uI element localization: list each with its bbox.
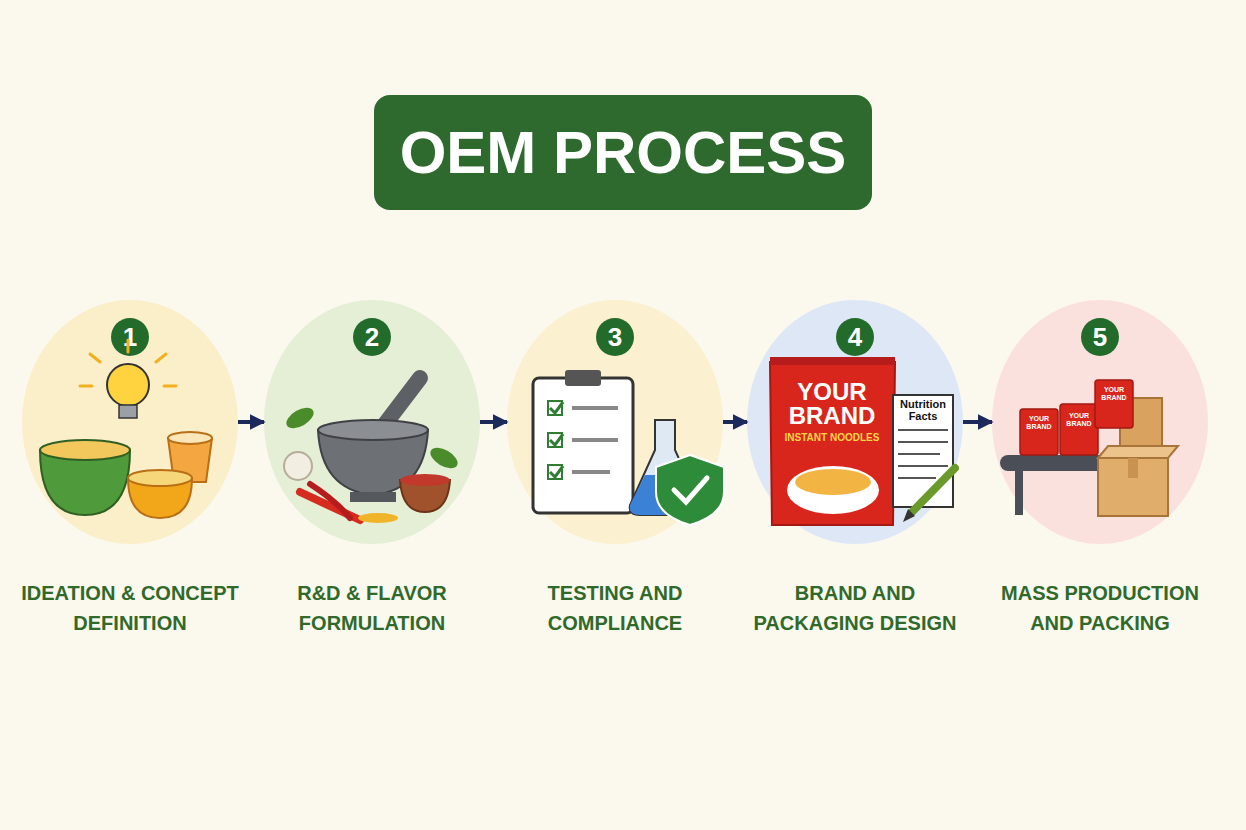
noodle-bowl: [40, 450, 130, 515]
step-number-badge: 2: [353, 318, 391, 356]
callout-number: 4: [848, 322, 862, 353]
step-label: BRAND AND PACKAGING DESIGN: [735, 578, 975, 638]
clipboard-clip: [565, 370, 601, 386]
shield: [656, 455, 724, 525]
checkbox: [548, 465, 562, 479]
step-label: IDEATION & CONCEPT DEFINITION: [10, 578, 250, 638]
conveyor-belt: [1000, 455, 1150, 471]
noodles: [40, 440, 130, 460]
box-tape: [1128, 458, 1138, 478]
step-number-badge: 3: [596, 318, 634, 356]
ray: [156, 354, 166, 362]
callout-number: 2: [365, 322, 379, 353]
conveyor-leg: [1015, 470, 1023, 515]
flask: [630, 420, 701, 515]
check: [550, 402, 563, 413]
ray: [127, 340, 130, 352]
leaf: [427, 444, 461, 473]
callout-number: 3: [608, 322, 622, 353]
flow-arrow: [238, 420, 264, 424]
checkbox: [548, 401, 562, 415]
callout-number: 1: [123, 322, 137, 353]
step-label: R&D & FLAVOR FORMULATION: [252, 578, 492, 638]
title-banner: OEM PROCESS: [374, 95, 872, 210]
noodle-bowl: [128, 478, 192, 518]
mortar-base: [350, 492, 396, 502]
box-flap: [1098, 446, 1178, 458]
step-circle: MASS PRODUCTION AND PACKING5: [992, 300, 1208, 544]
mortar: [318, 430, 428, 495]
ray: [90, 354, 100, 362]
nutrition-sheet: [893, 395, 953, 507]
noodles: [128, 470, 192, 486]
flow-arrow: [723, 420, 747, 424]
flask-liquid: [630, 475, 701, 515]
sheet-line: [898, 441, 948, 443]
checkbox: [548, 433, 562, 447]
carton: [1120, 398, 1162, 448]
callout-number: 5: [1093, 322, 1107, 353]
product-packet: [1095, 380, 1133, 428]
pestle: [382, 378, 420, 428]
packet-noodles: [795, 469, 871, 495]
packet-crimp: [770, 357, 895, 365]
pencil-tip: [903, 509, 915, 522]
ray: [80, 385, 92, 388]
garlic: [284, 452, 312, 480]
sheet-line: [898, 429, 948, 431]
spice-bowl: [400, 480, 450, 512]
list-line: [572, 438, 618, 442]
product-packet: [1020, 409, 1058, 455]
leaf: [283, 404, 317, 433]
step-circle: R&D & FLAVOR FORMULATION2: [264, 300, 480, 544]
pencil: [912, 468, 955, 512]
flow-arrow: [480, 420, 507, 424]
step-label: MASS PRODUCTION AND PACKING: [980, 578, 1220, 638]
sheet-line: [898, 465, 948, 467]
bulb-rays: [80, 340, 176, 386]
chili: [310, 484, 350, 518]
checklist: [548, 401, 618, 479]
lightbulb: [107, 364, 149, 406]
shield-check: [674, 478, 707, 502]
sheet-line: [898, 453, 940, 455]
spice-powder: [358, 513, 398, 523]
clipboard: [533, 378, 633, 513]
list-line: [572, 470, 610, 474]
list-line: [572, 406, 618, 410]
noodle-packet: [770, 362, 895, 525]
nutrition-lines: [898, 430, 948, 478]
conveyor-leg: [1125, 470, 1133, 515]
cup-rim: [168, 432, 212, 444]
noodle-cup: [168, 438, 212, 482]
packet-bowl: [787, 466, 879, 514]
chili: [300, 492, 360, 520]
step-circle: IDEATION & CONCEPT DEFINITION1: [22, 300, 238, 544]
step-circle: TESTING AND COMPLIANCE3: [507, 300, 723, 544]
check: [550, 466, 563, 477]
shipping-box: [1098, 458, 1168, 516]
ray: [164, 385, 176, 388]
product-packet: [1060, 404, 1098, 455]
step-number-badge: 4: [836, 318, 874, 356]
chili-paste: [400, 474, 450, 486]
flow-arrow: [963, 420, 992, 424]
mortar-rim: [318, 420, 428, 440]
step-number-badge: 1: [111, 318, 149, 356]
step-label: TESTING AND COMPLIANCE: [495, 578, 735, 638]
sheet-line: [898, 477, 936, 479]
check: [550, 434, 563, 445]
step-number-badge: 5: [1081, 318, 1119, 356]
bulb-base: [119, 405, 137, 418]
step-circle: BRAND AND PACKAGING DESIGN4: [747, 300, 963, 544]
